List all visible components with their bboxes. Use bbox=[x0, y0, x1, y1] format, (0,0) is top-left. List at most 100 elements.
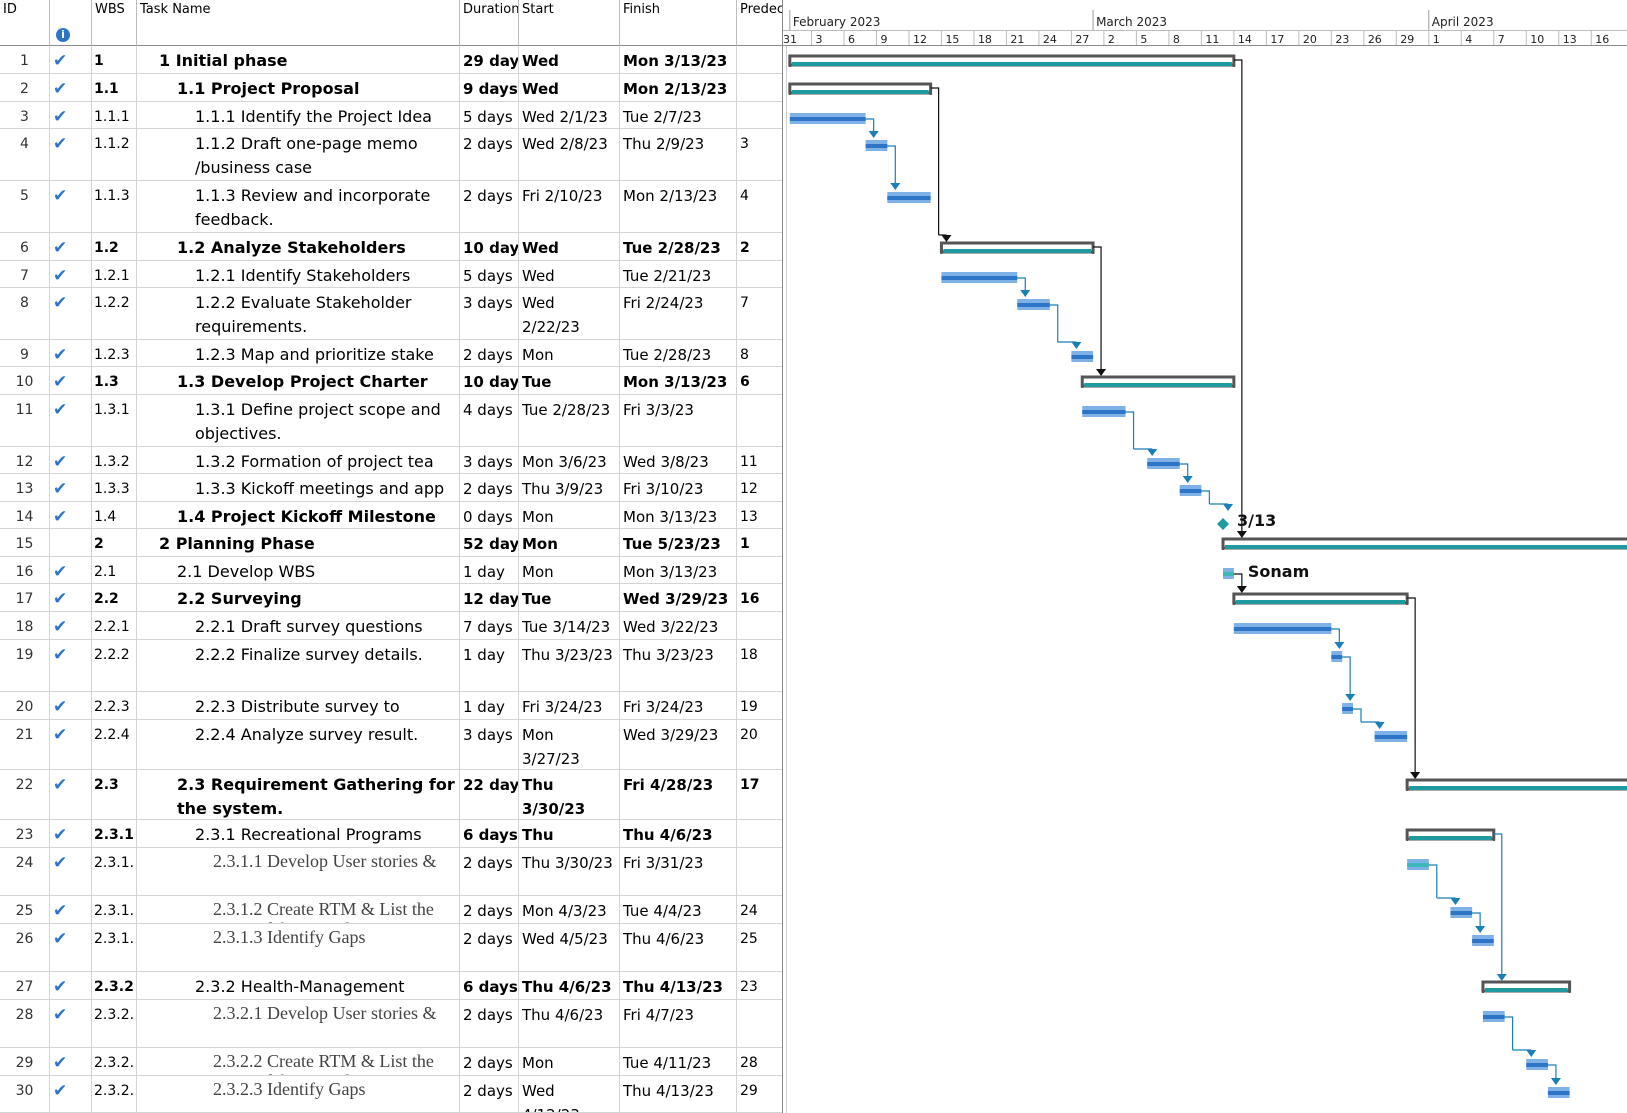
row-id: 28 bbox=[0, 1000, 50, 1047]
check-icon: ✔ bbox=[50, 447, 92, 473]
table-row[interactable]: 28✔2.3.2.2.3.2.1 Develop User stories &2… bbox=[0, 1000, 782, 1048]
day-label: 27 bbox=[1075, 33, 1089, 46]
task-name-cell[interactable]: 2.2.1 Draft survey questions bbox=[137, 612, 460, 639]
task-name-cell[interactable]: 1.1 Project Proposal bbox=[137, 74, 460, 101]
task-name-cell[interactable]: 1.1.3 Review and incorporate feedback. bbox=[137, 181, 460, 232]
column-header-predecessors[interactable]: Predec bbox=[737, 0, 782, 46]
dependency-link bbox=[1352, 708, 1362, 722]
duration-cell: 4 days bbox=[460, 395, 519, 446]
check-icon bbox=[50, 529, 92, 556]
dependency-arrow bbox=[1526, 1050, 1537, 1057]
task-name-cell[interactable]: 2.3.1.3 Identify Gaps bbox=[137, 924, 460, 971]
task-name-cell[interactable]: 1.3 Develop Project Charter bbox=[137, 367, 460, 394]
task-name-cell[interactable]: 1.3.1 Define project scope and objective… bbox=[137, 395, 460, 446]
wbs-cell: 2.2 bbox=[92, 584, 137, 611]
table-row[interactable]: 25✔2.3.1.2.3.1.2 Create RTM & List the r… bbox=[0, 896, 782, 924]
task-name-cell[interactable]: 1.2.2 Evaluate Stakeholder requirements. bbox=[137, 288, 460, 339]
duration-cell: 2 days bbox=[460, 474, 519, 501]
task-name-cell[interactable]: 2.3 Requirement Gathering for the system… bbox=[137, 770, 460, 819]
task-name-cell[interactable]: 1.2.1 Identify Stakeholders bbox=[137, 261, 460, 287]
start-cell: Wed 2/15/23 bbox=[519, 261, 620, 287]
task-name-cell[interactable]: 1 Initial phase bbox=[137, 46, 460, 73]
day-label: 31 bbox=[783, 33, 797, 46]
task-name-cell[interactable]: 2.3.2.2 Create RTM & List the required f… bbox=[137, 1048, 460, 1075]
finish-cell: Thu 4/6/23 bbox=[620, 820, 737, 847]
task-name-cell[interactable]: 2.3.1.1 Develop User stories & bbox=[137, 848, 460, 895]
task-name-cell[interactable]: 2.1 Develop WBS bbox=[137, 557, 460, 583]
task-name-cell[interactable]: 2.2 Surveying bbox=[137, 584, 460, 611]
wbs-cell: 2.3.2 bbox=[92, 972, 137, 999]
wbs-cell: 1.3.1 bbox=[92, 395, 137, 446]
day-label: 13 bbox=[1563, 33, 1577, 46]
task-name-cell[interactable]: 2.3.1.2 Create RTM & List the required f… bbox=[137, 896, 460, 923]
row-id: 3 bbox=[0, 102, 50, 128]
column-header-start[interactable]: Start bbox=[519, 0, 620, 46]
task-progress bbox=[1233, 627, 1332, 631]
task-name-cell[interactable]: 1.1.2 Draft one-page memo /business case bbox=[137, 129, 460, 180]
column-header-indicators[interactable]: i bbox=[50, 0, 92, 46]
task-name-cell[interactable]: 2.3.2.3 Identify Gaps bbox=[137, 1076, 460, 1112]
wbs-cell: 1.2.1 bbox=[92, 261, 137, 287]
table-row[interactable]: 23✔2.3.12.3.1 Recreational Programs Regi… bbox=[0, 820, 782, 848]
wbs-cell: 2.3.1 bbox=[92, 820, 137, 847]
task-progress bbox=[1374, 735, 1408, 739]
table-row[interactable]: 20✔2.2.32.2.3 Distribute survey to stake… bbox=[0, 692, 782, 720]
row-id: 17 bbox=[0, 584, 50, 611]
column-header-id[interactable]: ID bbox=[0, 0, 50, 46]
dependency-arrow bbox=[1020, 290, 1031, 297]
table-row[interactable]: 24✔2.3.1.2.3.1.1 Develop User stories &2… bbox=[0, 848, 782, 896]
finish-cell: Fri 3/24/23 bbox=[620, 692, 737, 719]
check-icon: ✔ bbox=[50, 46, 92, 73]
task-name-cell[interactable]: 1.2.3 Map and prioritize stake bbox=[137, 340, 460, 366]
column-header-wbs[interactable]: WBS bbox=[92, 0, 137, 46]
task-name-cell[interactable]: 1.4 Project Kickoff Milestone bbox=[137, 502, 460, 528]
dependency-link bbox=[1125, 411, 1135, 449]
table-row[interactable]: 29✔2.3.2.2.3.2.2 Create RTM & List the r… bbox=[0, 1048, 782, 1076]
column-header-duration[interactable]: Duration bbox=[460, 0, 519, 46]
task-name-cell[interactable]: 2.3.1 Recreational Programs Registration bbox=[137, 820, 460, 847]
task-name-cell[interactable]: 1.3.2 Formation of project tea bbox=[137, 447, 460, 473]
column-header-task-name[interactable]: Task Name bbox=[137, 0, 460, 46]
task-progress bbox=[1482, 1015, 1505, 1019]
column-header-finish[interactable]: Finish bbox=[620, 0, 737, 46]
task-name-cell[interactable]: 2.2.4 Analyze survey result. bbox=[137, 720, 460, 769]
task-name-cell[interactable]: 1.3.3 Kickoff meetings and app bbox=[137, 474, 460, 501]
table-row[interactable]: 27✔2.3.22.3.2 Health-Management Classes … bbox=[0, 972, 782, 1000]
task-name-cell[interactable]: 2.3.2.1 Develop User stories & bbox=[137, 1000, 460, 1047]
start-cell: Thu 4/6/23 bbox=[519, 1000, 620, 1047]
task-name-cell[interactable]: 2.3.2 Health-Management Classes Registra… bbox=[137, 972, 460, 999]
task-name-cell[interactable]: 2 Planning Phase bbox=[137, 529, 460, 556]
predecessors-cell bbox=[737, 820, 782, 847]
task-progress bbox=[1407, 863, 1429, 867]
day-label: 26 bbox=[1368, 33, 1382, 46]
task-name-cell[interactable]: 2.2.3 Distribute survey to stakeholders. bbox=[137, 692, 460, 719]
task-name-cell[interactable]: 2.2.2 Finalize survey details. bbox=[137, 640, 460, 691]
check-icon: ✔ bbox=[50, 584, 92, 611]
task-name-cell[interactable]: 1.1.1 Identify the Project Idea bbox=[137, 102, 460, 128]
row-id: 4 bbox=[0, 129, 50, 180]
task-name-cell[interactable]: 1.2 Analyze Stakeholders bbox=[137, 233, 460, 260]
